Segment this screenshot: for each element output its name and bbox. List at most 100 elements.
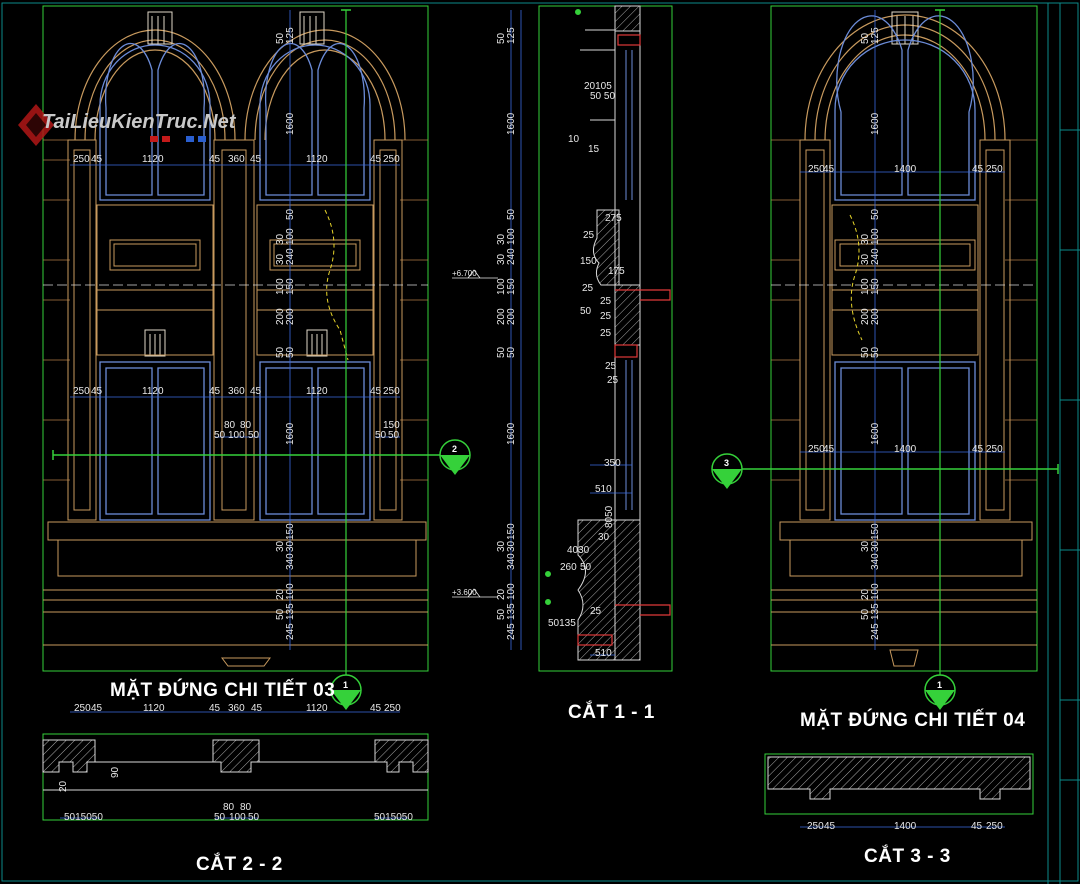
dim-label: 45	[250, 386, 262, 397]
dim-label: 20105	[584, 81, 612, 92]
dim-label: 150	[506, 278, 517, 295]
dim-label: 240	[506, 248, 517, 265]
dim-label: 360	[228, 703, 245, 714]
dim-label: 50	[285, 208, 296, 220]
dim-label: 50	[860, 346, 871, 358]
dim-label: 135	[285, 603, 296, 620]
dim-label: 240	[870, 248, 881, 265]
dim-label: 200	[275, 308, 286, 325]
level-bottom: +3.600	[452, 588, 477, 597]
dim-label: 1120	[143, 703, 165, 714]
elevation-04: 250 45 1400 45 250 250 45 1400 45 250 50…	[711, 5, 1059, 731]
dim-label: 250	[383, 154, 400, 165]
marker-number: 1	[937, 680, 942, 690]
dim-label: 250	[808, 164, 825, 175]
dim-label: 45	[370, 703, 382, 714]
dim-label: 50	[496, 32, 507, 44]
dim-label: 50	[214, 430, 226, 441]
dim-label: 45	[971, 821, 983, 832]
dim-label: 4030	[567, 545, 590, 556]
dim-label: 50	[275, 608, 286, 620]
dim-label: 150	[383, 420, 400, 431]
dim-label: 200	[496, 308, 507, 325]
dim-label: 25	[600, 328, 612, 339]
dim-label: 45	[250, 154, 262, 165]
dim-label: 510	[595, 484, 612, 495]
dim-label: 200	[860, 308, 871, 325]
dim-label: 240	[285, 248, 296, 265]
elev03-dimensions: 250 45 1120 45 360 45 1120 45 250 250 45…	[73, 27, 400, 640]
dim-label: 45	[91, 154, 103, 165]
dim-label: 45	[824, 821, 836, 832]
section33-dimensions: 250 45 1400 45 250	[807, 821, 1003, 832]
dim-label: 50	[248, 430, 260, 441]
dim-label: 30	[506, 540, 517, 552]
section-2-2-title: CẮT 2 - 2	[196, 853, 283, 875]
dim-label: 260	[560, 562, 577, 573]
dim-label: 1600	[870, 112, 881, 135]
dim-label: 360	[228, 386, 245, 397]
dim-label: 1600	[870, 422, 881, 445]
dim-label: 50	[388, 430, 400, 441]
dim-label: 250	[74, 703, 91, 714]
dim-label: 360	[228, 154, 245, 165]
section11-dimensions: 50 125 1600 50 30 100 30 240 100 150 200…	[496, 27, 517, 640]
dim-label: 1600	[506, 112, 517, 135]
dim-label: 50	[506, 346, 517, 358]
dim-label: 15	[588, 144, 600, 155]
dim-label: 100	[860, 278, 871, 295]
dim-label: 50	[275, 32, 286, 44]
dim-label: 45	[209, 703, 221, 714]
dim-label: 150	[870, 523, 881, 540]
dim-label: 250	[986, 444, 1003, 455]
dim-label: 50	[580, 562, 592, 573]
dim-label: 50	[214, 812, 226, 823]
dim-label: 90	[110, 766, 121, 778]
dim-label: 200	[506, 308, 517, 325]
dim-label: 1600	[285, 112, 296, 135]
dim-label: 150	[285, 523, 296, 540]
dim-label: 80	[224, 420, 236, 431]
dim-label: 135	[506, 603, 517, 620]
dim-label: 250	[808, 444, 825, 455]
dim-label: 5015050	[374, 812, 413, 823]
dim-label: 50	[375, 430, 387, 441]
elevation-03-title: MẶT ĐỨNG CHI TIẾT 03	[110, 679, 335, 701]
dim-label: 250	[986, 164, 1003, 175]
dim-label: 80	[223, 802, 235, 813]
section-marker-1-right: 1	[924, 674, 956, 710]
dim-label: 25	[607, 375, 619, 386]
dim-label: 1600	[506, 422, 517, 445]
dim-label: 50135	[548, 618, 576, 629]
dim-label: 50	[285, 346, 296, 358]
dim-label: 30	[860, 233, 871, 245]
section-line-3	[740, 9, 1059, 690]
dim-label: 250	[986, 821, 1003, 832]
section-1-1: 50 125 1600 50 30 100 30 240 100 150 200…	[496, 5, 673, 723]
dim-label: 250	[807, 821, 824, 832]
section-marker-2: 2	[439, 439, 471, 475]
dim-label: 50	[496, 608, 507, 620]
dim-label: 50	[506, 208, 517, 220]
dim-label: 25	[605, 361, 617, 372]
dim-label: 100	[285, 583, 296, 600]
dim-label: 340	[285, 553, 296, 570]
dim-label: 45	[91, 386, 103, 397]
dim-label: 30	[275, 540, 286, 552]
dim-label: 50	[580, 306, 592, 317]
dim-label: 1600	[285, 422, 296, 445]
dim-label: 1120	[142, 386, 164, 397]
dim-label: 340	[870, 553, 881, 570]
dim-label: 45	[209, 154, 221, 165]
dim-label: 20	[275, 588, 286, 600]
dim-label: 50	[248, 812, 260, 823]
marker-number: 3	[724, 458, 729, 468]
level-top: +6.700	[452, 269, 477, 278]
elevation-04-title: MẶT ĐỨNG CHI TIẾT 04	[800, 709, 1025, 731]
dim-label: 100	[229, 812, 246, 823]
section-2-2: 250 45 1120 45 360 45 1120 45 250 90 20 …	[42, 703, 429, 875]
dim-label: 45	[209, 386, 221, 397]
dim-label: 45	[370, 386, 382, 397]
dim-label: 275	[605, 213, 622, 224]
